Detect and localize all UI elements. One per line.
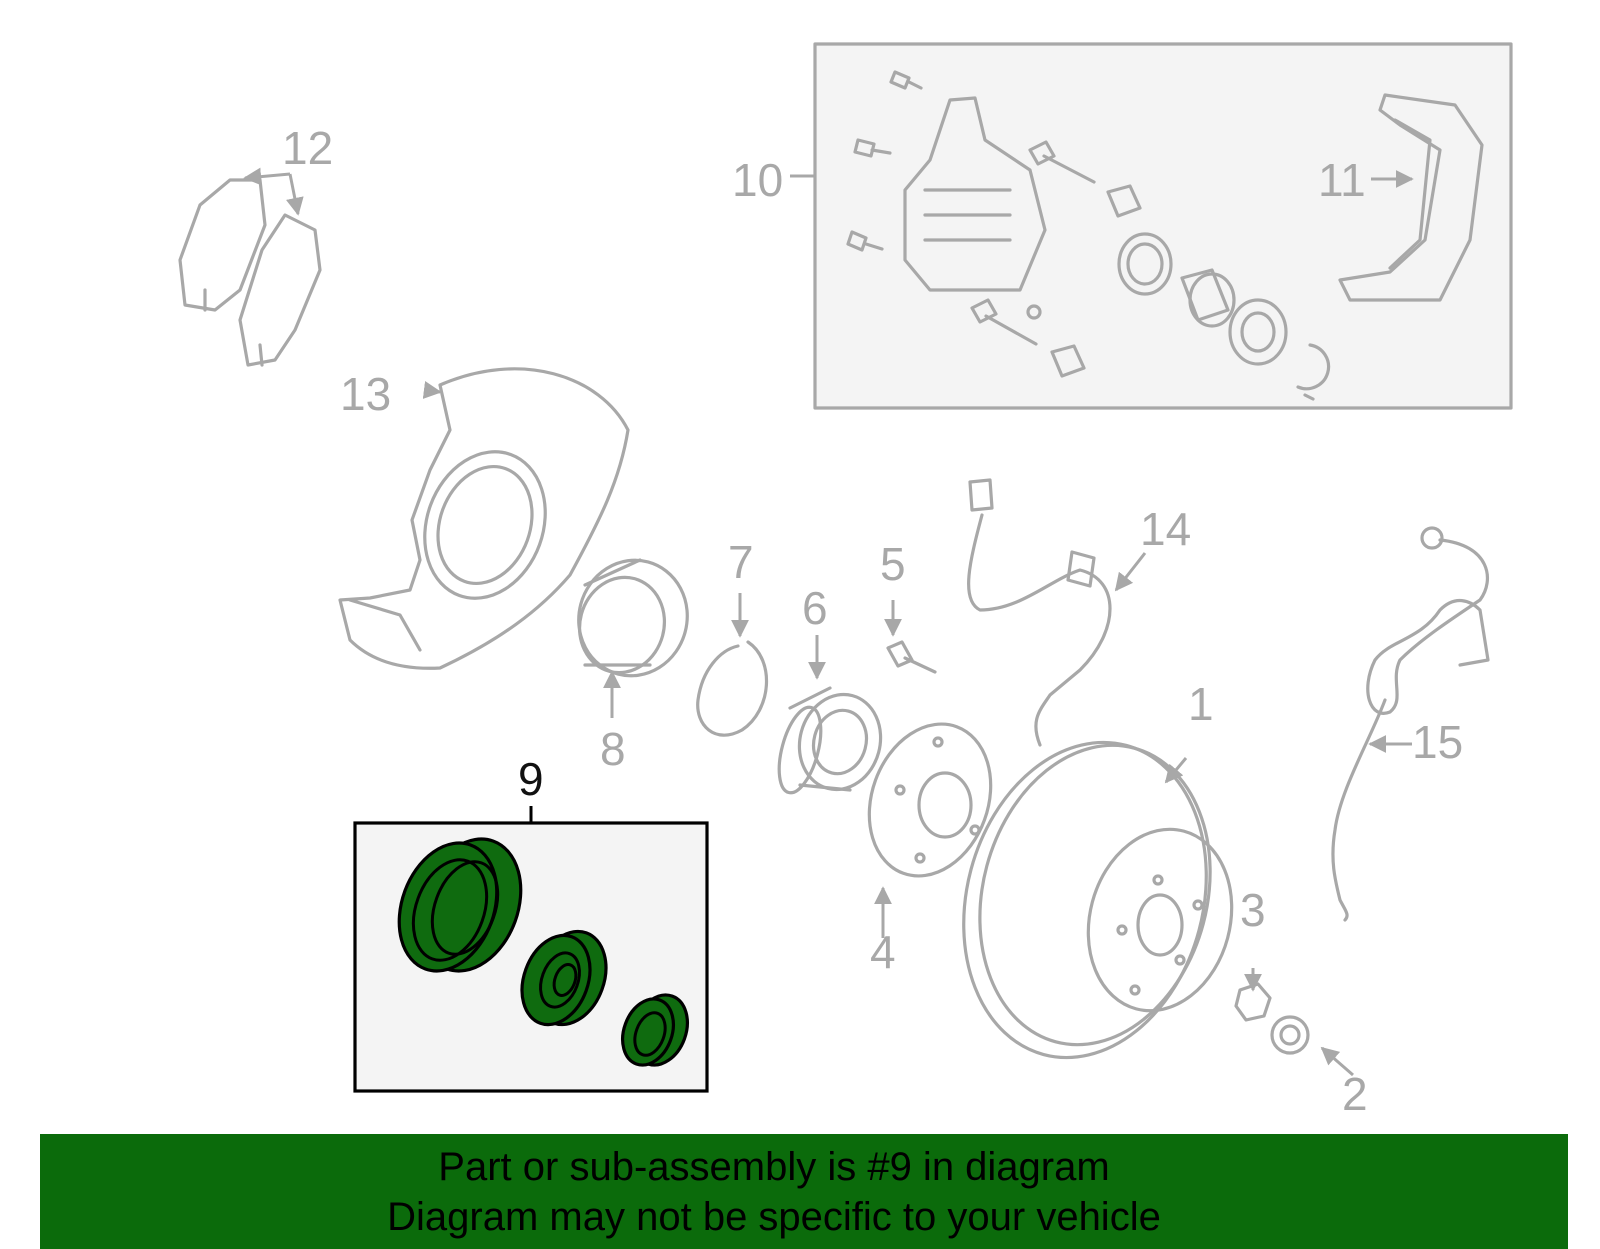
hub-bolt[interactable] — [886, 640, 937, 674]
hub-bearing[interactable] — [771, 685, 891, 798]
bearing-kit-box[interactable] — [353, 821, 709, 1093]
callout-3: 3 — [1240, 884, 1266, 936]
callout-12: 12 — [282, 122, 333, 174]
callout-11: 11 — [1318, 154, 1366, 206]
callout-14: 14 — [1140, 503, 1191, 555]
callout-4: 4 — [870, 926, 896, 978]
brake-rotor[interactable] — [930, 715, 1252, 1085]
snap-ring[interactable] — [696, 640, 769, 737]
abs-sensor[interactable] — [1331, 526, 1490, 922]
banner-line-2: Diagram may not be specific to your vehi… — [387, 1195, 1161, 1239]
callout-9[interactable]: 9 — [518, 753, 544, 805]
callout-2: 2 — [1342, 1068, 1368, 1120]
caliper-assembly-box[interactable] — [813, 42, 1513, 410]
callout-5: 5 — [880, 538, 906, 590]
bearing-kit-small-seal — [621, 993, 689, 1067]
callout-1: 1 — [1188, 678, 1214, 730]
oil-seal[interactable] — [566, 548, 700, 688]
brake-pads[interactable] — [178, 178, 322, 367]
callout-10: 10 — [732, 154, 783, 206]
bearing-kit-seal — [397, 837, 523, 973]
axle-hub[interactable] — [849, 707, 1011, 893]
callout-15: 15 — [1412, 716, 1463, 768]
callout-13: 13 — [340, 368, 391, 420]
dust-shield[interactable] — [338, 367, 630, 670]
info-banner: Part or sub-assembly is #9 in diagram Di… — [40, 1134, 1568, 1249]
lock-nut[interactable] — [1270, 1015, 1310, 1055]
bearing-kit-bearing — [520, 929, 608, 1027]
brake-hose[interactable] — [967, 478, 1112, 747]
callout-8: 8 — [600, 723, 626, 775]
callout-7: 7 — [728, 536, 754, 588]
banner-line-1: Part or sub-assembly is #9 in diagram — [438, 1145, 1110, 1189]
callout-6: 6 — [802, 582, 828, 634]
